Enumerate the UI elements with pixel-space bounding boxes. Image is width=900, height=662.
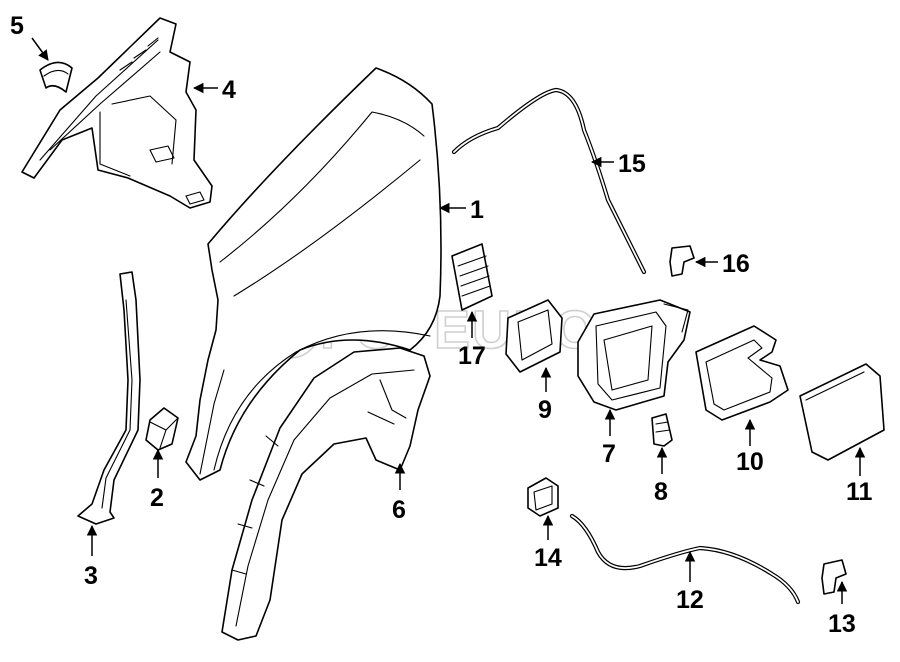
- part-7-fuel-housing: [577, 299, 691, 411]
- part-1-fender-panel: [185, 67, 442, 481]
- callout-8: 8: [654, 478, 668, 506]
- part-9-seal-ring: [505, 299, 563, 373]
- part-14-actuator: [527, 477, 559, 517]
- callout-16: 16: [722, 250, 750, 278]
- part-12-release-cable: [569, 513, 801, 605]
- callout-15: 15: [618, 150, 646, 178]
- part-4-fender-bracket: [21, 17, 213, 209]
- callout-13: 13: [828, 610, 856, 638]
- callout-6: 6: [392, 496, 406, 524]
- part-6-wheelhouse-liner: [221, 347, 431, 641]
- callout-3: 3: [84, 562, 98, 590]
- callout-10: 10: [736, 448, 764, 476]
- callout-12: 12: [676, 586, 704, 614]
- leader-lines: [31, 37, 866, 604]
- part-15-cable: [451, 87, 647, 275]
- callout-labels: 5 4 1 15 16 17 9 7 10 11 8 2 6 3 14 12 1…: [10, 12, 873, 638]
- part-2-clip: [145, 407, 179, 451]
- callout-2: 2: [150, 484, 164, 512]
- part-5-trim-cap: [39, 61, 73, 93]
- part-3-pillar-trim: [77, 271, 141, 525]
- callout-11: 11: [846, 478, 873, 506]
- callout-1: 1: [470, 196, 484, 224]
- part-13-clip: [821, 559, 847, 595]
- callout-7: 7: [602, 440, 616, 468]
- leader-5: [31, 37, 49, 61]
- callout-5: 5: [10, 12, 24, 40]
- part-11-fuel-door-cover: [799, 363, 885, 461]
- callout-17: 17: [458, 342, 486, 370]
- part-17-vent-grille: [451, 243, 493, 311]
- callout-14: 14: [534, 544, 562, 572]
- part-8-latch: [651, 413, 673, 447]
- part-10-gasket: [695, 325, 789, 421]
- callout-9: 9: [538, 396, 552, 424]
- callout-4: 4: [222, 76, 236, 104]
- part-16-clip: [669, 245, 695, 277]
